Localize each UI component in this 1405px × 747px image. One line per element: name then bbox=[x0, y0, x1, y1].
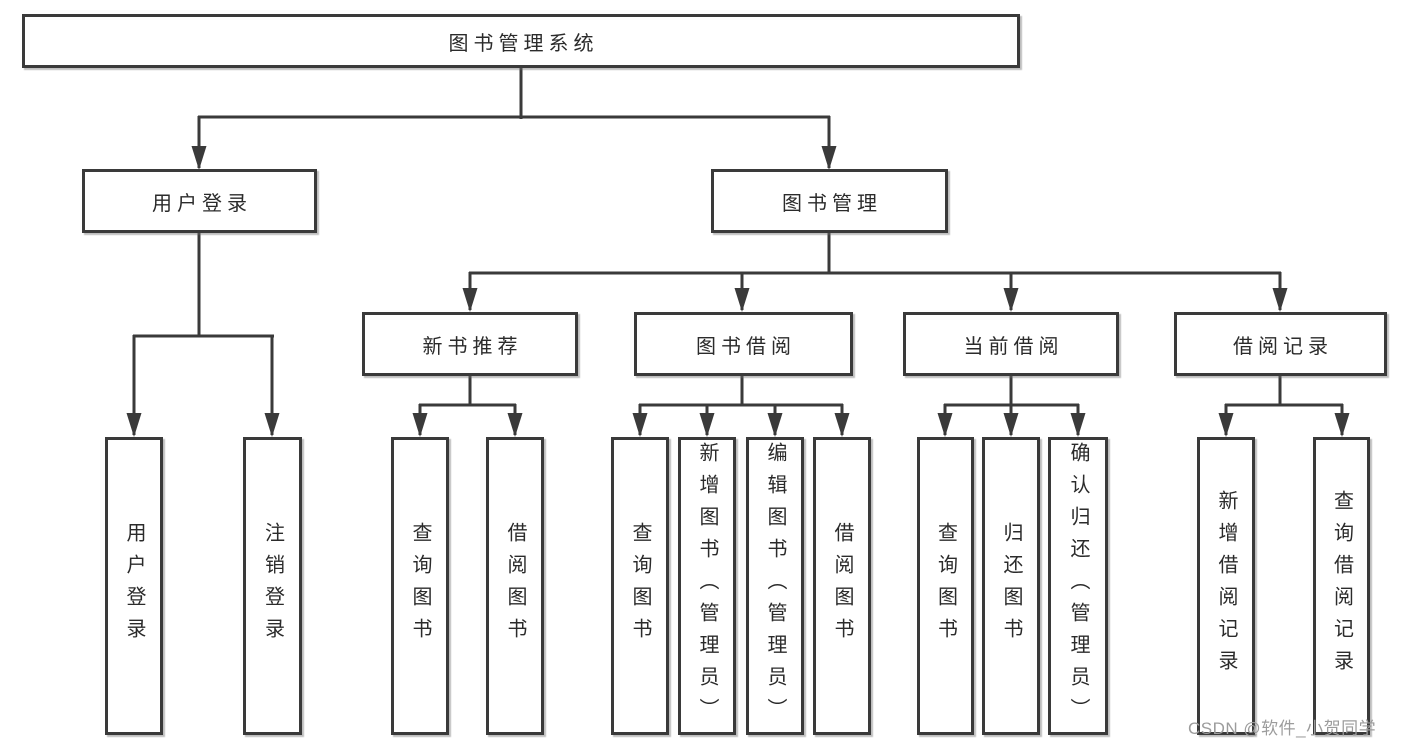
node-new-book-recommend-label: 新书推荐 bbox=[422, 335, 523, 358]
leaf-confirm-return-admin: 确认归还（管理员） bbox=[1048, 437, 1108, 735]
node-book-borrowing-label: 图书借阅 bbox=[696, 335, 796, 358]
leaf-query-books-borrowing-label: 查询图书 bbox=[629, 522, 651, 650]
node-current-borrowing: 当前借阅 bbox=[903, 312, 1119, 376]
node-book-management-label: 图书管理 bbox=[782, 192, 882, 215]
node-borrowing-records: 借阅记录 bbox=[1174, 312, 1387, 376]
leaf-add-borrow-record: 新增借阅记录 bbox=[1197, 437, 1255, 735]
node-new-book-recommend: 新书推荐 bbox=[362, 312, 578, 376]
leaf-query-books-recommend-label: 查询图书 bbox=[409, 522, 431, 650]
leaf-edit-book-admin-label: 编辑图书（管理员） bbox=[764, 442, 786, 730]
connector-new-book-recommend-children bbox=[412, 376, 523, 437]
csdn-watermark: CSDN @软件_小贺同学 bbox=[1188, 719, 1377, 738]
leaf-borrow-books-recommend: 借阅图书 bbox=[486, 437, 544, 735]
leaf-query-books-current: 查询图书 bbox=[917, 437, 974, 735]
leaf-add-book-admin: 新增图书（管理员） bbox=[678, 437, 736, 735]
leaf-query-borrow-record: 查询借阅记录 bbox=[1313, 437, 1370, 735]
node-root-label: 图书管理系统 bbox=[448, 32, 599, 55]
node-root: 图书管理系统 bbox=[22, 14, 1020, 68]
leaf-user-login-label: 用户登录 bbox=[123, 522, 145, 650]
connector-borrowing-records-children bbox=[1218, 376, 1350, 437]
connector-user-login-children bbox=[126, 233, 280, 437]
leaf-add-borrow-record-label: 新增借阅记录 bbox=[1215, 490, 1237, 682]
leaf-logout-login-label: 注销登录 bbox=[261, 522, 284, 650]
node-user-login-label: 用户登录 bbox=[152, 192, 252, 215]
leaf-edit-book-admin: 编辑图书（管理员） bbox=[746, 437, 804, 735]
leaf-logout-login: 注销登录 bbox=[243, 437, 302, 735]
leaf-add-book-admin-label: 新增图书（管理员） bbox=[696, 442, 718, 730]
leaf-return-books-label: 归还图书 bbox=[1000, 522, 1022, 650]
leaf-query-borrow-record-label: 查询借阅记录 bbox=[1330, 490, 1353, 682]
node-borrowing-records-label: 借阅记录 bbox=[1233, 335, 1333, 358]
leaf-query-books-current-label: 查询图书 bbox=[934, 522, 957, 650]
connector-book-management-to-level3 bbox=[462, 233, 1288, 312]
connector-root-to-level2 bbox=[191, 68, 837, 170]
leaf-borrow-books-borrowing-label: 借阅图书 bbox=[831, 522, 853, 650]
connector-book-borrowing-children bbox=[632, 376, 850, 437]
node-current-borrowing-label: 当前借阅 bbox=[963, 335, 1064, 358]
leaf-confirm-return-admin-label: 确认归还（管理员） bbox=[1067, 442, 1089, 730]
leaf-query-books-recommend: 查询图书 bbox=[391, 437, 449, 735]
leaf-borrow-books-borrowing: 借阅图书 bbox=[813, 437, 871, 735]
node-user-login: 用户登录 bbox=[82, 169, 317, 233]
leaf-return-books: 归还图书 bbox=[982, 437, 1040, 735]
node-book-management: 图书管理 bbox=[711, 169, 948, 233]
leaf-query-books-borrowing: 查询图书 bbox=[611, 437, 669, 735]
node-book-borrowing: 图书借阅 bbox=[634, 312, 853, 376]
leaf-borrow-books-recommend-label: 借阅图书 bbox=[504, 522, 526, 650]
leaf-user-login: 用户登录 bbox=[105, 437, 163, 735]
connector-current-borrowing-children bbox=[937, 376, 1086, 437]
